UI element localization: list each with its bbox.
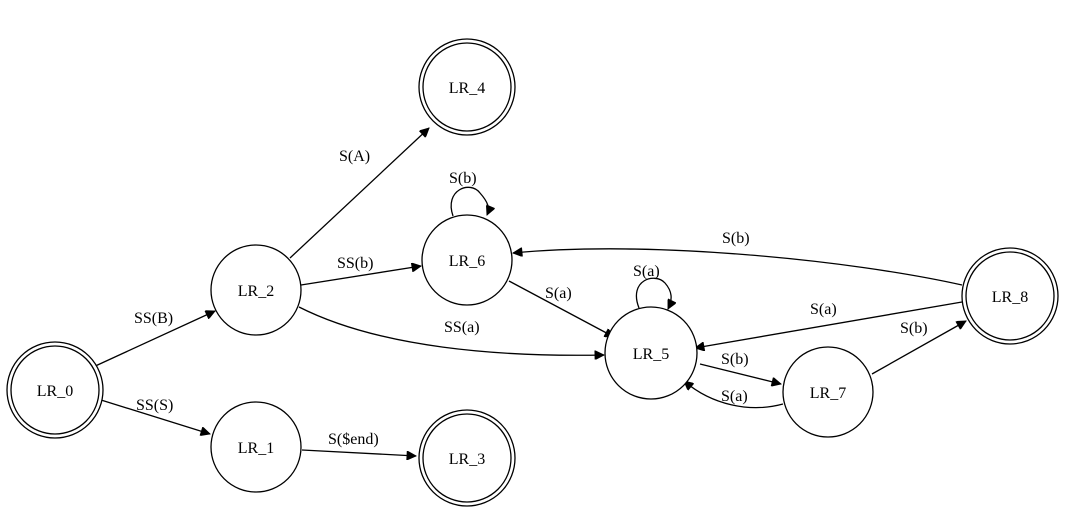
state-lr-0: LR_0 <box>6 341 104 439</box>
state-label: LR_1 <box>238 440 274 457</box>
edge-label: S($end) <box>328 431 379 448</box>
edge-lr6-self-loop: S(b) <box>449 170 488 217</box>
edge-label: SS(b) <box>337 255 373 272</box>
edge-line <box>90 311 215 369</box>
edge-line <box>301 449 416 456</box>
edge-lr1-to-lr3: S($end) <box>301 431 416 456</box>
edge-lr7-to-lr8: S(b) <box>871 320 966 375</box>
state-lr-5: LR_5 <box>604 306 698 400</box>
edge-line <box>298 306 604 355</box>
edge-lr6-to-lr5: S(a) <box>508 280 614 338</box>
state-lr-2: LR_2 <box>210 244 302 336</box>
state-label: LR_3 <box>449 451 485 468</box>
edge-label: SS(a) <box>444 319 480 336</box>
state-lr-6: LR_6 <box>421 214 513 306</box>
edge-label: S(b) <box>900 320 928 337</box>
state-lr-4: LR_4 <box>418 38 516 136</box>
edge-lr2-to-lr5: SS(a) <box>298 306 604 355</box>
edge-label: S(a) <box>633 263 660 280</box>
state-label: LR_2 <box>238 283 274 300</box>
edge-label: S(a) <box>721 388 748 405</box>
edge-lr0-to-lr1: SS(S) <box>100 397 210 434</box>
state-label: LR_8 <box>992 289 1028 306</box>
edge-label: SS(B) <box>134 310 173 327</box>
edge-line <box>513 249 963 286</box>
edge-line <box>100 399 210 434</box>
edge-lr2-to-lr6: SS(b) <box>300 255 421 286</box>
state-lr-1: LR_1 <box>210 401 302 493</box>
edge-line <box>636 277 671 309</box>
edge-label: S(b) <box>721 351 749 368</box>
edge-lr2-to-lr4: S(A) <box>289 128 429 259</box>
edge-label: SS(S) <box>136 397 173 414</box>
edge-line <box>289 128 429 259</box>
state-lr-7: LR_7 <box>782 346 874 438</box>
state-label: LR_5 <box>633 346 669 363</box>
edge-line <box>450 186 488 217</box>
state-label: LR_4 <box>449 80 485 97</box>
edge-line <box>871 320 966 375</box>
edge-line <box>508 280 614 338</box>
edge-line <box>699 363 781 384</box>
edge-label: S(b) <box>722 230 750 247</box>
edge-label: S(a) <box>810 301 837 318</box>
edge-lr8-to-lr6: S(b) <box>513 230 963 286</box>
edge-label: S(b) <box>449 170 477 187</box>
edge-lr5-self-loop: S(a) <box>633 263 671 309</box>
state-label: LR_0 <box>37 383 73 400</box>
state-label: LR_7 <box>810 385 846 402</box>
edge-lr5-to-lr7: S(b) <box>699 351 781 384</box>
state-lr-8: LR_8 <box>961 247 1059 345</box>
edge-lr7-to-lr5: S(a) <box>684 381 784 409</box>
nodes: LR_0 LR_1 LR_2 LR_3 LR_4 LR_5 LR_6 <box>6 38 1059 507</box>
edge-lr0-to-lr2: SS(B) <box>90 310 215 369</box>
edge-lr8-to-lr5: S(a) <box>695 301 963 348</box>
edge-label: S(A) <box>339 148 370 165</box>
edge-line <box>300 266 421 286</box>
edge-label: S(a) <box>545 285 572 302</box>
edge-line <box>684 381 784 409</box>
edges: SS(B) SS(S) S($end) S(A) SS(b) SS(a) <box>90 128 966 456</box>
edge-line <box>695 301 963 348</box>
state-label: LR_6 <box>449 253 485 270</box>
state-lr-3: LR_3 <box>418 409 516 507</box>
